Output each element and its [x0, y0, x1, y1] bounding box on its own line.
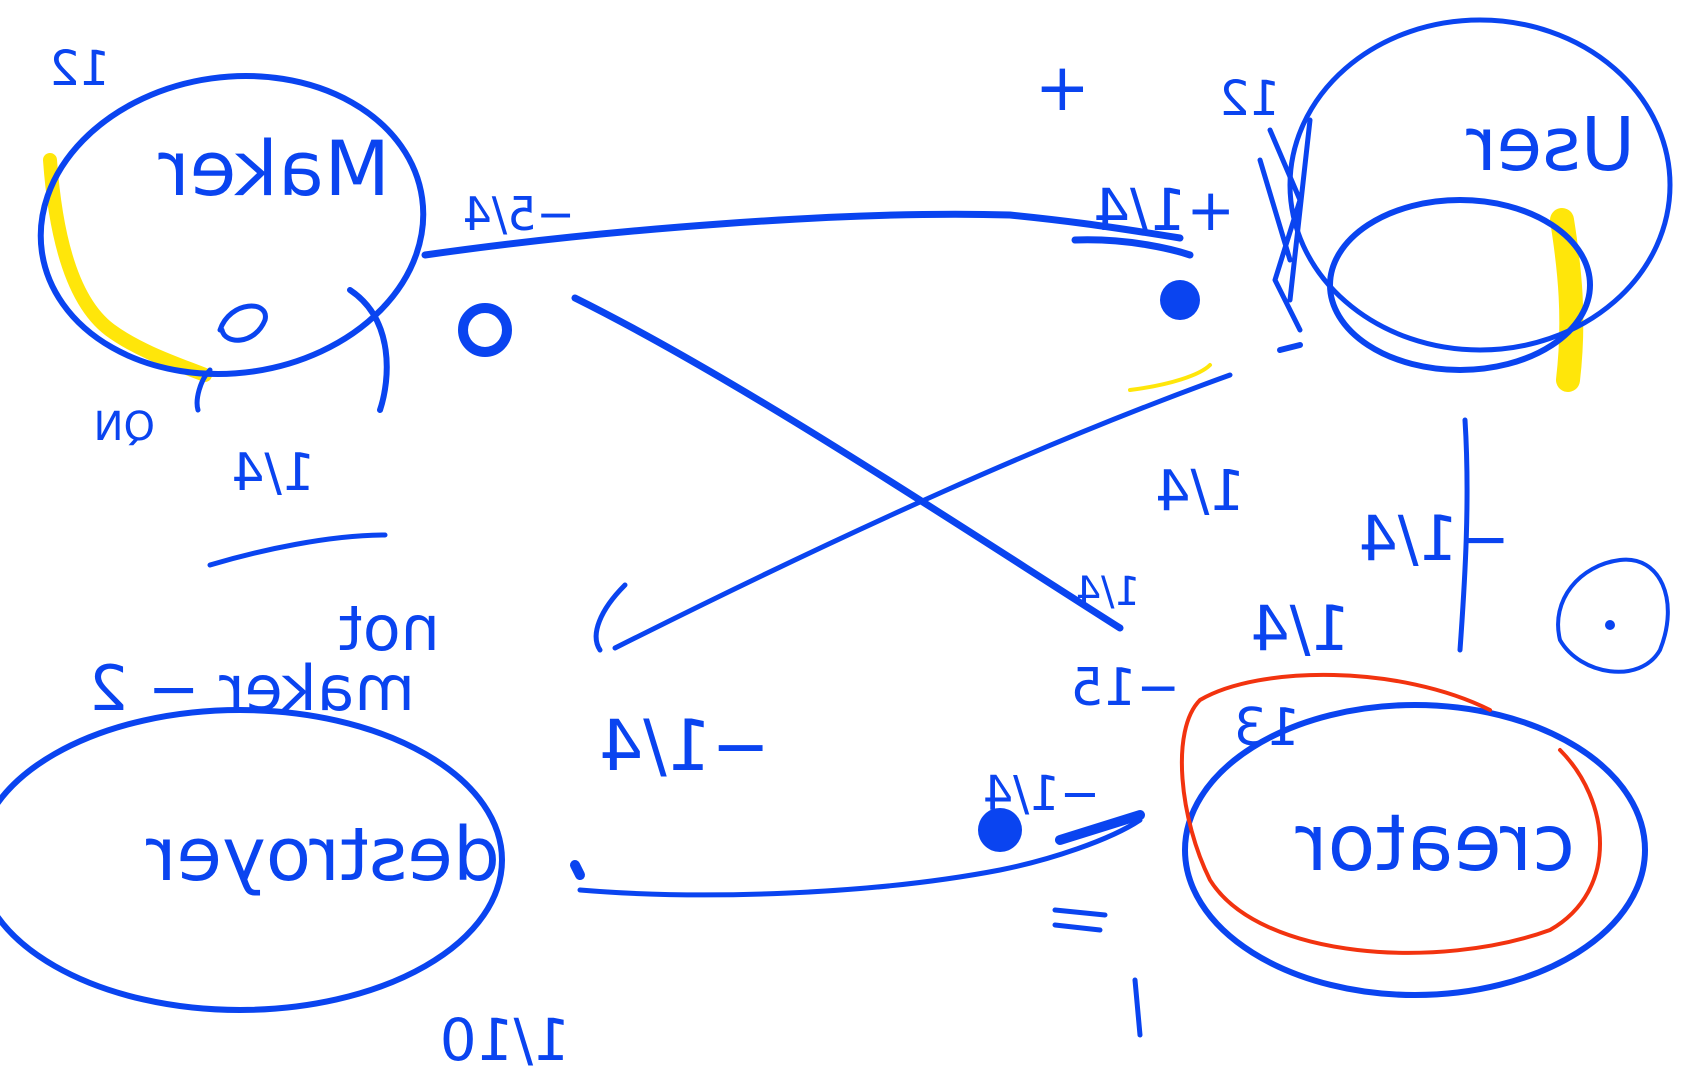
creator-red-circle — [1179, 672, 1602, 955]
user-scribble — [1257, 117, 1313, 333]
edge-destroyer-creator — [577, 817, 1143, 898]
destroyer-corner-bottom: 1/10 — [440, 1006, 570, 1074]
creator-edge-value: 1/4 — [1250, 592, 1350, 665]
edge-bottom-middle: −1/4 — [983, 766, 1100, 822]
user-prefix: + — [1035, 49, 1090, 126]
creator-vertical-value: −1/4 — [1358, 502, 1510, 575]
edge-user-dot — [1071, 236, 1194, 259]
creator-bottom-line — [1132, 977, 1143, 1038]
destroyer-circle — [0, 707, 505, 1013]
highlight-maker — [43, 153, 212, 382]
user-small-mark — [1277, 342, 1303, 353]
maker-circle — [37, 73, 427, 377]
creator-corner-top: 13 — [1234, 698, 1300, 758]
maker-edge-value: −5/4 — [462, 187, 575, 241]
smiley-dot — [1605, 620, 1615, 630]
highlight-top-center — [1128, 363, 1212, 392]
edge-neg15: −15 — [1070, 658, 1180, 718]
maker-glyph — [194, 303, 268, 413]
smiley-circle — [1556, 557, 1670, 674]
maker-corner-bottom: QN — [94, 404, 155, 450]
creator-circle — [1182, 702, 1648, 998]
edge-maker-creator — [571, 294, 1124, 632]
creator-node-dot — [978, 808, 1022, 852]
center-chevron — [593, 582, 628, 653]
creator-arrow — [1055, 810, 1145, 845]
destroyer-heading-line2: maker − 2 — [88, 652, 415, 725]
user-corner-top: 12 — [1219, 71, 1280, 127]
maker-vertical-value: 1/4 — [231, 443, 315, 503]
maker-tail — [347, 287, 390, 413]
creator-equals — [1052, 907, 1108, 933]
user-inner-circle — [1327, 197, 1593, 373]
edge-mid-top: 1/4 — [1155, 459, 1245, 524]
user-label: User — [1466, 102, 1635, 188]
maker-label: Maker — [158, 124, 390, 213]
creator-arrow-line — [1457, 417, 1470, 653]
destroyer-heading-rule — [207, 532, 388, 568]
edge-maker-user — [421, 210, 1184, 259]
destroyer-label: destroyer — [146, 812, 500, 898]
maker-node-dot — [458, 303, 512, 357]
destroyer-heading-line1: not — [338, 592, 440, 665]
destroyer-node — [570, 860, 585, 880]
edge-center-right: 1/4 — [1076, 569, 1140, 615]
user-outer-circle — [1287, 17, 1673, 353]
edge-center-left: −1/4 — [599, 705, 770, 787]
edge-user-destroyer — [612, 372, 1233, 651]
maker-corner-top: 12 — [49, 41, 110, 97]
creator-label: creator — [1295, 799, 1575, 889]
user-node-dot — [1162, 282, 1198, 318]
